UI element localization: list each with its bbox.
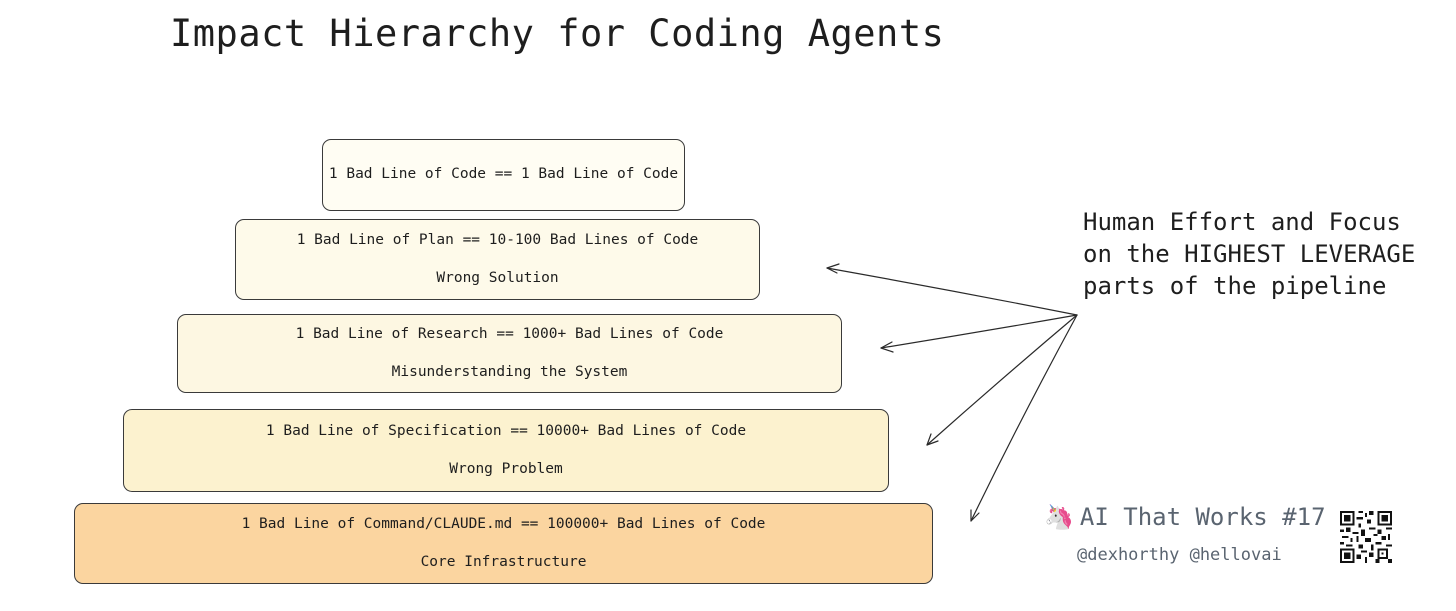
tier-specification-label: 1 Bad Line of Specification == 10000+ Ba… — [265, 423, 747, 439]
tier-code-label: 1 Bad Line of Code == 1 Bad Line of Code — [328, 166, 679, 182]
brand-name: AI That Works #17 — [1079, 503, 1326, 531]
tier-command-sublabel: Core Infrastructure — [420, 554, 587, 570]
brand-handles: @dexhorthy @hellovai — [1077, 545, 1282, 565]
tier-research-label: 1 Bad Line of Research == 1000+ Bad Line… — [295, 326, 724, 342]
callout-text: Human Effort and Focus on the HIGHEST LE… — [1083, 206, 1415, 302]
arrow-to-specification — [926, 314, 1078, 446]
callout-line-2: on the HIGHEST LEVERAGE — [1083, 240, 1416, 268]
qr-code-icon — [1340, 511, 1392, 563]
tier-plan-label: 1 Bad Line of Plan == 10-100 Bad Lines o… — [296, 232, 699, 248]
tier-specification-sublabel: Wrong Problem — [449, 461, 563, 477]
tier-command-label: 1 Bad Line of Command/CLAUDE.md == 10000… — [241, 516, 766, 532]
brand: 🦄AI That Works #17 — [1044, 503, 1326, 531]
tier-command: 1 Bad Line of Command/CLAUDE.md == 10000… — [74, 503, 933, 584]
arrow-to-command — [970, 314, 1078, 522]
arrow-to-research — [880, 314, 1078, 353]
tier-research: 1 Bad Line of Research == 1000+ Bad Line… — [177, 314, 842, 393]
unicorn-icon: 🦄 — [1044, 503, 1074, 531]
tier-specification: 1 Bad Line of Specification == 10000+ Ba… — [123, 409, 889, 492]
callout-line-3: parts of the pipeline — [1083, 272, 1387, 300]
tier-plan-sublabel: Wrong Solution — [436, 270, 559, 286]
arrow-to-plan — [826, 263, 1078, 316]
tier-plan: 1 Bad Line of Plan == 10-100 Bad Lines o… — [235, 219, 760, 300]
tier-research-sublabel: Misunderstanding the System — [391, 364, 628, 380]
tier-code: 1 Bad Line of Code == 1 Bad Line of Code — [322, 139, 685, 211]
callout-line-1: Human Effort and Focus — [1083, 208, 1401, 236]
diagram-title: Impact Hierarchy for Coding Agents — [170, 12, 945, 55]
